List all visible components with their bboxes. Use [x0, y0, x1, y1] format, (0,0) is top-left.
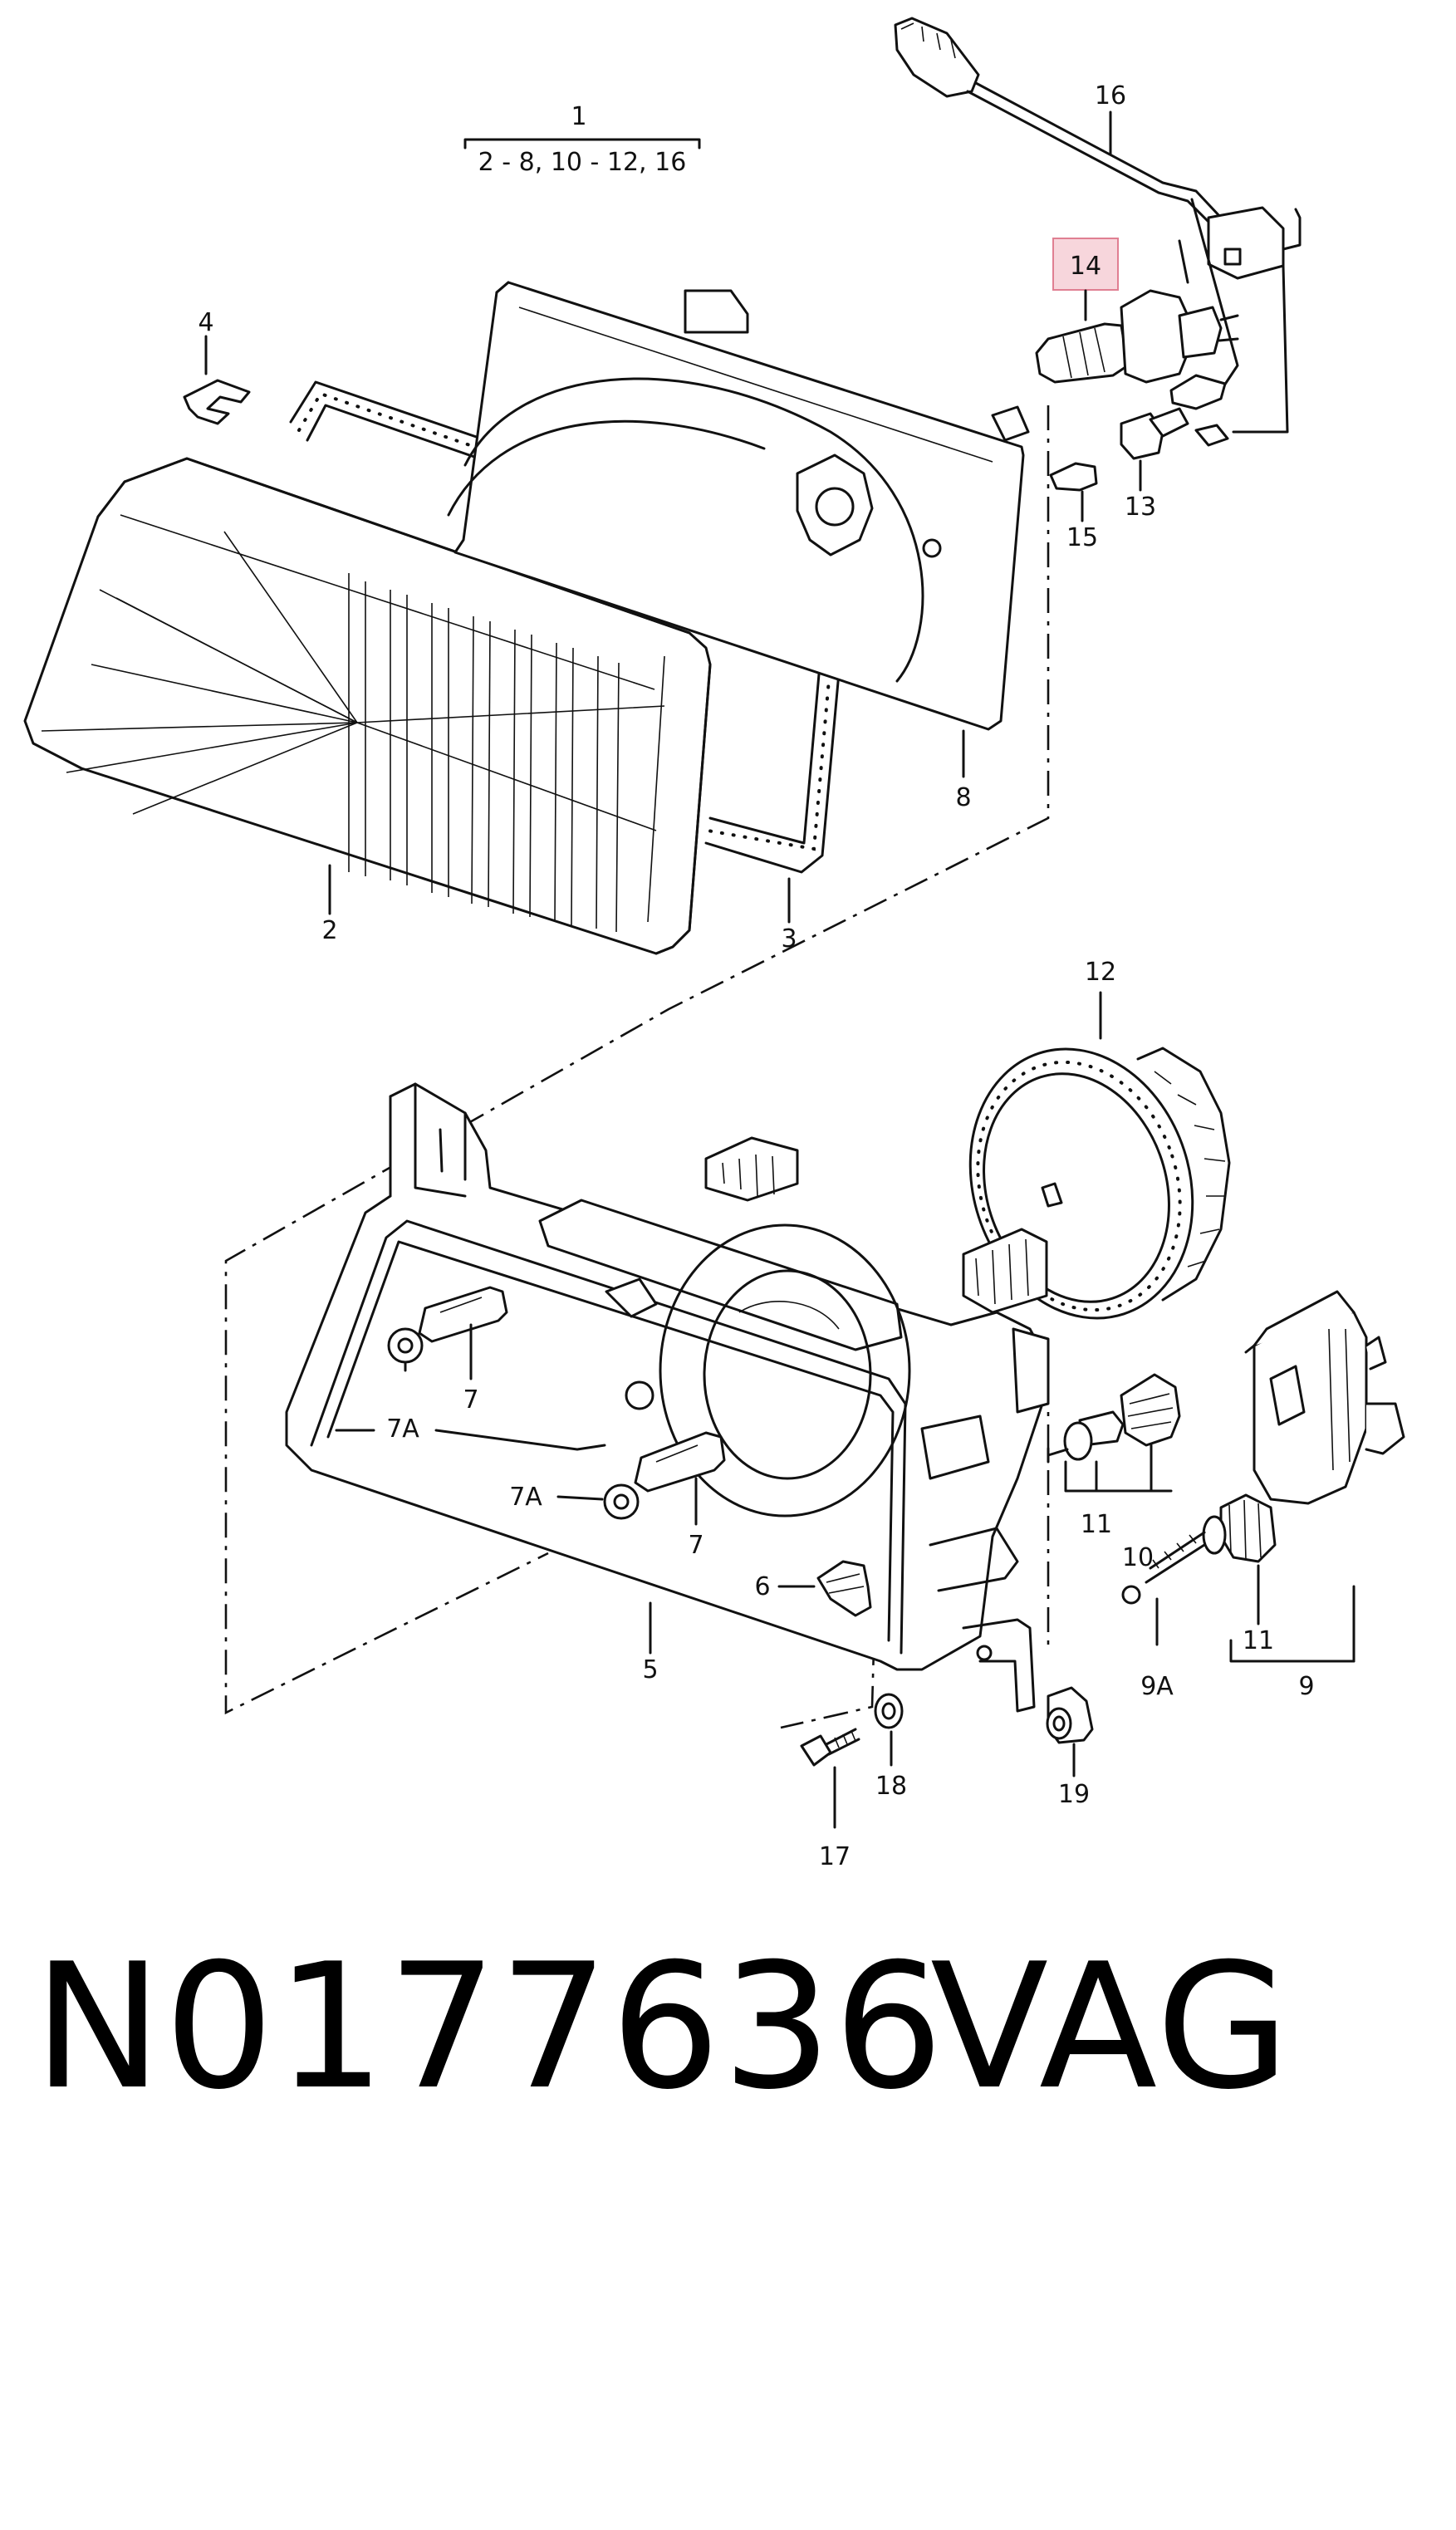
headlight-exploded-diagram: 1 2 - 8, 10 - 12, 16 2 3 4 — [23, 17, 1405, 1871]
callout-15: 15 — [1066, 523, 1098, 552]
callout-3: 3 — [781, 924, 797, 954]
callout-2: 2 — [321, 916, 337, 945]
range-motor — [1121, 1290, 1405, 1605]
washer-18 — [874, 1693, 904, 1729]
adjuster-sleeve-lower — [603, 1431, 726, 1520]
callout-1: 1 — [571, 102, 586, 131]
callout-18: 18 — [875, 1772, 907, 1801]
side-bulb-13 — [1120, 407, 1189, 460]
callout-19: 19 — [1058, 1780, 1090, 1809]
terminal-connectors — [1169, 374, 1229, 447]
callout-12: 12 — [1085, 958, 1116, 987]
callout-9A: 9A — [1140, 1672, 1174, 1701]
callout-11-lower: 11 — [1243, 1626, 1274, 1655]
halogen-bulb — [1035, 289, 1239, 384]
clip — [183, 379, 251, 425]
footer: N0177636 VAG — [0, 1927, 1456, 2530]
housing — [285, 1082, 1050, 1713]
callout-9: 9 — [1298, 1672, 1314, 1701]
callout-8: 8 — [955, 783, 971, 812]
reflector — [447, 281, 1030, 731]
callout-14: 14 — [1070, 252, 1101, 281]
callout-13: 13 — [1125, 493, 1156, 522]
callout-16: 16 — [1095, 81, 1126, 110]
callout-7-upper: 7 — [463, 1385, 478, 1415]
callout-10: 10 — [1122, 1543, 1154, 1572]
callout-4: 4 — [198, 308, 213, 337]
spring-clip — [816, 1560, 872, 1617]
bulb-holder — [1047, 1373, 1181, 1464]
screw-17 — [800, 1728, 860, 1767]
bracket-9 — [1229, 1639, 1356, 1663]
callout-7-lower: 7 — [688, 1531, 703, 1560]
callout-7A-lower: 7A — [509, 1483, 542, 1512]
callout-7A-upper: 7A — [386, 1415, 419, 1444]
bracket-10 — [1064, 1460, 1173, 1493]
group-bracket — [463, 138, 701, 150]
leader-7A-lower — [556, 1495, 604, 1501]
side-bulb-15 — [1049, 462, 1098, 492]
retaining-ring — [968, 1047, 1231, 1320]
grommet-19 — [1046, 1686, 1094, 1744]
adjuster-sleeve-upper — [387, 1286, 508, 1364]
leader-7A-upper — [335, 1429, 606, 1451]
headlight-lens — [23, 457, 712, 955]
callout-6: 6 — [754, 1572, 770, 1601]
group-range-label: 2 - 8, 10 - 12, 16 — [478, 148, 687, 177]
brand-label: VAG — [930, 1927, 1292, 2128]
callout-17: 17 — [819, 1842, 851, 1871]
callout-5: 5 — [642, 1655, 658, 1684]
wiring-harness — [894, 17, 1302, 434]
callout-11-upper: 11 — [1081, 1510, 1112, 1539]
part-number: N0177636 — [33, 1927, 945, 2128]
